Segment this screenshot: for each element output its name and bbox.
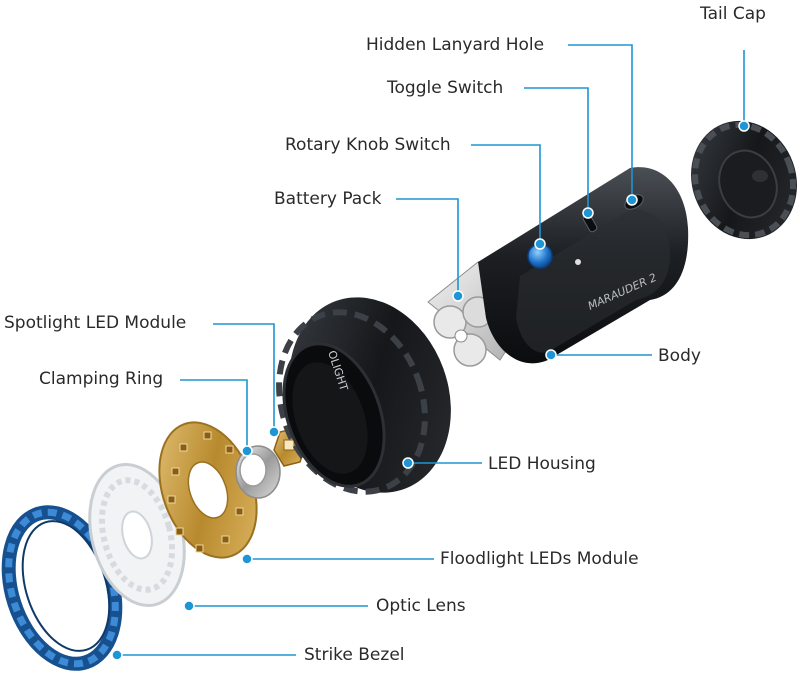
label-body: Body [658,346,701,366]
label-rotary-knob-switch: Rotary Knob Switch [285,135,451,155]
label-floodlight-leds-module: Floodlight LEDs Module [440,549,639,569]
label-toggle-switch: Toggle Switch [387,78,504,98]
label-battery-pack: Battery Pack [274,189,382,209]
leader-dots [111,120,750,661]
label-spotlight-led-module: Spotlight LED Module [4,313,187,333]
flashlight-body: MARAUDER 2 [478,167,689,364]
floodlight-leds-module [158,421,258,559]
label-hidden-lanyard-hole: Hidden Lanyard Hole [366,35,545,55]
label-strike-bezel: Strike Bezel [304,645,405,665]
label-tail-cap: Tail Cap [700,4,766,24]
clamping-ring [235,445,281,499]
label-clamping-ring: Clamping Ring [39,369,164,389]
label-optic-lens: Optic Lens [376,596,466,616]
optic-lens [88,462,186,608]
led-housing: OLIGHT [276,297,451,495]
label-led-housing: LED Housing [488,454,596,474]
tail-cap [691,120,797,240]
leader-lines [117,44,745,656]
